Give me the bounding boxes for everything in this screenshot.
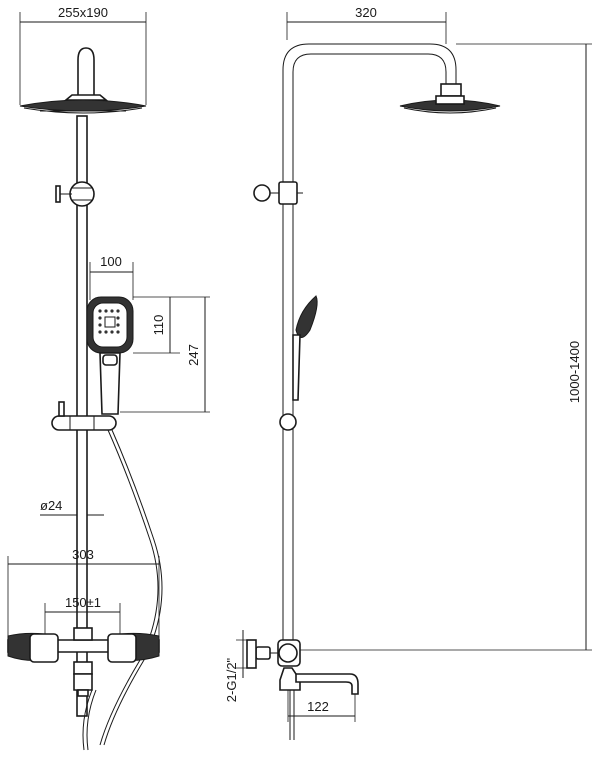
- hand-shower-head-dimension: 110: [133, 296, 180, 354]
- mixer-width-label: 303: [72, 547, 94, 562]
- thread-dimension: 2-G1/2": [224, 630, 256, 702]
- rail-diameter-label: ø24: [40, 498, 62, 513]
- hand-shower-width-dimension: 100: [89, 254, 134, 300]
- hand-shower-length-label: 247: [186, 344, 201, 366]
- arm-reach-dimension: 320: [286, 5, 447, 44]
- rail-diameter-dimension: ø24: [40, 498, 104, 516]
- hand-shower-width-label: 100: [100, 254, 122, 269]
- side-diverter: [253, 181, 303, 205]
- thread-label: 2-G1/2": [224, 657, 239, 702]
- height-range-label: 1000-1400: [567, 341, 582, 403]
- side-mixer: [246, 639, 359, 740]
- slide-holder: [51, 401, 117, 431]
- side-hand-shower: [279, 295, 318, 431]
- shower-hose: [82, 429, 163, 751]
- hand-shower-length-dimension: 247: [120, 296, 210, 413]
- head-size-dimension: 255x190: [19, 5, 147, 105]
- head-size-label: 255x190: [58, 5, 108, 20]
- arm-reach-label: 320: [355, 5, 377, 20]
- side-shower-head: [399, 95, 501, 114]
- rain-shower-head: [19, 47, 147, 114]
- spout-reach-dimension: 122: [287, 690, 356, 722]
- side-riser-arm: [282, 43, 462, 650]
- hand-shower-head-label: 110: [151, 315, 166, 336]
- diverter-knob: [55, 181, 95, 207]
- front-view: 255x190 100: [7, 5, 210, 751]
- mixer-centers-label: 150±1: [65, 595, 101, 610]
- spout-reach-label: 122: [307, 699, 329, 714]
- hand-shower: [86, 296, 134, 415]
- mixer-width-dimension: 303: [7, 547, 160, 640]
- bath-mixer: [7, 627, 160, 697]
- side-view: 320: [224, 5, 592, 740]
- height-range-dimension: 1000-1400: [300, 43, 592, 651]
